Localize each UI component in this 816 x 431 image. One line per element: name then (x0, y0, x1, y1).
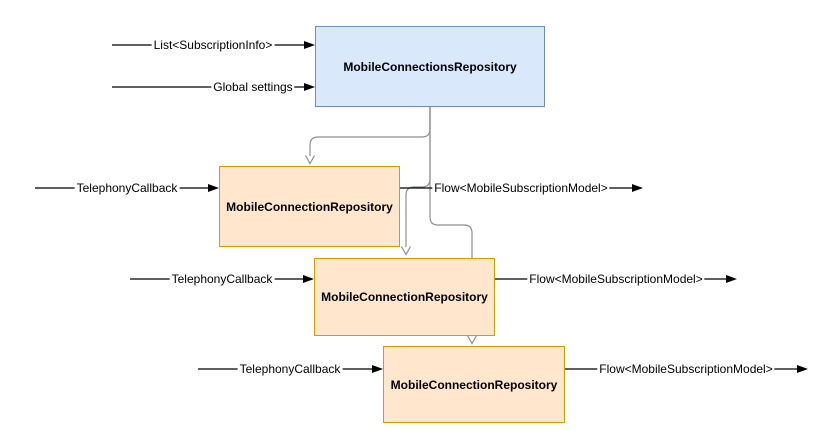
arrowhead-input-list-subscription-info (304, 41, 315, 49)
node-mobile-connections-repository-label: MobileConnectionsRepository (343, 59, 517, 74)
arrowhead-input-telephony-callback-1 (208, 184, 219, 192)
edge-main-to-repo3 (429, 107, 473, 336)
arrowhead-input-global-settings (304, 83, 315, 91)
arrowhead-output-flow-3 (797, 365, 808, 373)
edge-label-flow-1: Flow<MobileSubscriptionModel> (432, 181, 610, 195)
edge-label-list-subscription-info: List<SubscriptionInfo> (151, 38, 275, 52)
arrowhead-input-telephony-callback-2 (303, 275, 314, 283)
edge-label-flow-2: Flow<MobileSubscriptionModel> (527, 272, 705, 286)
arrowhead-input-telephony-callback-3 (372, 365, 383, 373)
arrowhead-output-flow-1 (632, 184, 643, 192)
edge-label-telephony-callback-1: TelephonyCallback (74, 181, 180, 195)
node-mobile-connection-repository-2[interactable]: MobileConnectionRepository (314, 258, 495, 336)
edge-label-telephony-callback-3: TelephonyCallback (237, 362, 343, 376)
node-mobile-connection-repository-2-label: MobileConnectionRepository (321, 290, 488, 304)
node-mobile-connection-repository-1-label: MobileConnectionRepository (226, 199, 393, 214)
gray-connectors (304, 107, 478, 345)
arrowhead-output-flow-2 (726, 275, 737, 283)
node-mobile-connection-repository-3-label: MobileConnectionRepository (390, 377, 558, 392)
node-mobile-connection-repository-1[interactable]: MobileConnectionRepository (219, 166, 400, 247)
node-mobile-connection-repository-3[interactable]: MobileConnectionRepository (383, 346, 565, 423)
arrowhead-main-to-repo1 (304, 155, 316, 165)
edge-label-flow-3: Flow<MobileSubscriptionModel> (597, 362, 775, 376)
edge-label-telephony-callback-2: TelephonyCallback (169, 272, 275, 286)
edge-main-to-repo1 (309, 107, 431, 156)
edge-label-global-settings: Global settings (211, 80, 295, 94)
edge-main-to-repo2 (405, 107, 431, 247)
arrowhead-main-to-repo2 (400, 246, 412, 256)
arrowhead-main-to-repo3 (466, 335, 478, 345)
node-mobile-connections-repository[interactable]: MobileConnectionsRepository (315, 26, 545, 107)
